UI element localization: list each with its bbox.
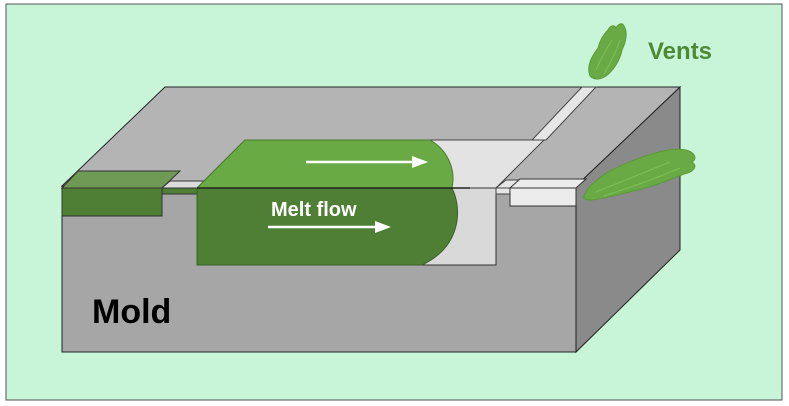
right-vent-front	[495, 187, 511, 195]
mold-label: Mold	[92, 293, 171, 331]
melt-flow-label: Melt flow	[271, 199, 357, 221]
melt-top-surface	[195, 139, 454, 189]
runner-top	[60, 170, 182, 189]
melt-flow-arrow-top	[306, 156, 428, 168]
vent-block-top	[508, 178, 588, 189]
vents-label: Vents	[648, 38, 712, 65]
vent-gas-plume-top-detail	[595, 39, 621, 75]
vent-block-front	[509, 187, 577, 207]
runner-front	[61, 187, 163, 217]
melt-flow-arrow-bottom	[268, 221, 391, 233]
vent-gas-plume-right-detail	[595, 161, 681, 197]
gate-front	[161, 187, 199, 195]
